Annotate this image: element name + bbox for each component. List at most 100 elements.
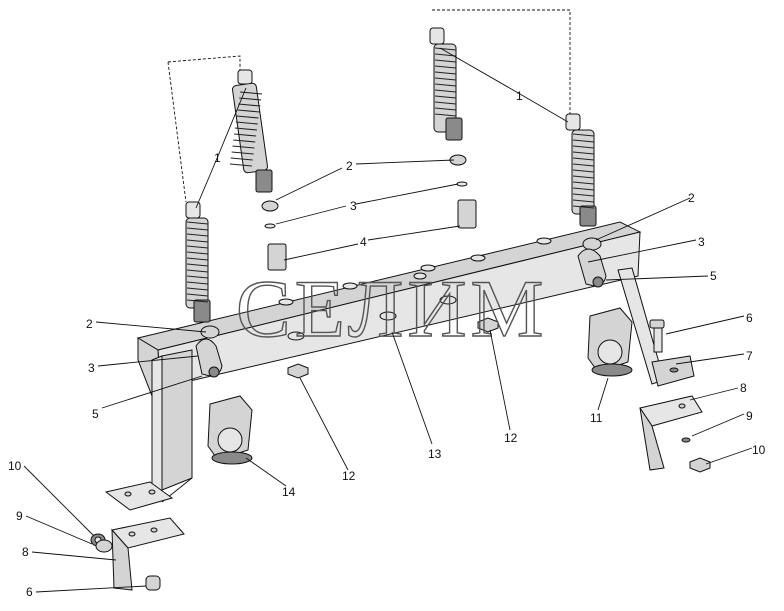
callout-8: 8 bbox=[740, 381, 747, 395]
hose-rib-line bbox=[434, 59, 457, 63]
hose-rib-line bbox=[186, 233, 209, 237]
callout-2: 2 bbox=[346, 159, 353, 173]
callout-5: 5 bbox=[92, 407, 99, 421]
callout-6: 6 bbox=[26, 585, 33, 599]
coupling-left bbox=[207, 395, 253, 465]
watermark-text: СЕЛИМ bbox=[236, 263, 547, 354]
hose-rib-line bbox=[234, 133, 257, 137]
hose-right-rear bbox=[429, 27, 463, 141]
clamp-left bbox=[195, 338, 223, 378]
callout-9: 9 bbox=[746, 409, 753, 423]
callout-1: 1 bbox=[516, 89, 523, 103]
hose-rib-line bbox=[186, 227, 209, 231]
hose-rib-line bbox=[186, 263, 209, 267]
hose-rib-line bbox=[186, 299, 209, 303]
coupling-right bbox=[587, 307, 633, 377]
hose-rib-line bbox=[230, 157, 253, 161]
callout-9: 9 bbox=[16, 509, 23, 523]
washers bbox=[200, 154, 602, 339]
hose-left-front bbox=[185, 201, 211, 323]
callout-2: 2 bbox=[688, 191, 695, 205]
hose-rib-line bbox=[231, 151, 254, 155]
hose-rib-line bbox=[238, 103, 261, 107]
hose-rib-line bbox=[434, 71, 457, 75]
hose-rib-line bbox=[186, 293, 209, 297]
callout-10: 10 bbox=[8, 459, 22, 473]
hose-rib-line bbox=[186, 245, 209, 249]
hose-rib-line bbox=[572, 181, 595, 185]
hose-rib-line bbox=[572, 193, 595, 197]
connection-line-left-vertical bbox=[167, 61, 187, 203]
hose-rib-line bbox=[239, 97, 262, 101]
hose-rib-line bbox=[186, 221, 209, 225]
leader-lines bbox=[23, 47, 753, 593]
hose-rib-line bbox=[434, 77, 457, 81]
hose-rib-line bbox=[186, 275, 209, 279]
callout-13: 13 bbox=[428, 447, 442, 461]
hose-rib-line bbox=[186, 239, 209, 243]
hose-rib-line bbox=[434, 101, 457, 105]
hose-rib-line bbox=[239, 91, 263, 95]
hose-rib-line bbox=[434, 83, 457, 87]
connection-line-right bbox=[432, 9, 571, 114]
callout-numbers: 1 1 2 2 2 3 3 3 4 5 5 6 6 7 8 8 9 9 10 1… bbox=[8, 89, 766, 599]
hose-rib-line bbox=[572, 151, 595, 155]
hose-rib-line bbox=[434, 65, 457, 69]
nuts bbox=[287, 317, 711, 473]
hose-right-front bbox=[565, 113, 597, 227]
hose-rib-line bbox=[572, 175, 595, 179]
hose-rib-line bbox=[572, 163, 595, 167]
connection-line-left bbox=[167, 55, 241, 70]
callout-12: 12 bbox=[504, 431, 518, 445]
callout-3: 3 bbox=[88, 361, 95, 375]
hose-rib-line bbox=[237, 109, 260, 113]
hose-rib-line bbox=[186, 281, 209, 285]
callout-2: 2 bbox=[86, 317, 93, 331]
hose-rib-line bbox=[434, 95, 457, 99]
hose-rib-line bbox=[229, 163, 252, 167]
hose-rib-line bbox=[572, 133, 595, 137]
hose-rib-line bbox=[235, 121, 258, 125]
right-support bbox=[617, 267, 695, 387]
hose-rib-line bbox=[186, 287, 209, 291]
hose-rib-line bbox=[236, 115, 259, 119]
left-support bbox=[104, 349, 193, 511]
hose-rib-line bbox=[186, 269, 209, 273]
callout-10: 10 bbox=[752, 443, 766, 457]
hose-rib-line bbox=[434, 47, 457, 51]
hose-rib-line bbox=[186, 251, 209, 255]
hose-rib-line bbox=[572, 187, 595, 191]
callout-11: 11 bbox=[590, 411, 603, 425]
callout-1: 1 bbox=[214, 151, 221, 165]
callout-7: 7 bbox=[746, 349, 753, 363]
callout-6: 6 bbox=[746, 311, 753, 325]
hose-rib-line bbox=[572, 145, 595, 149]
hose-rib-line bbox=[572, 205, 595, 209]
hose-rib-line bbox=[572, 169, 595, 173]
bracket-right bbox=[639, 395, 703, 471]
hose-rib-line bbox=[434, 89, 457, 93]
hose-left-rear bbox=[232, 69, 273, 193]
hose-rib-line bbox=[572, 157, 595, 161]
hose-rib-line bbox=[186, 257, 209, 261]
adapters bbox=[267, 199, 477, 271]
hose-rib-line bbox=[572, 199, 595, 203]
bolt-right bbox=[649, 319, 665, 353]
callout-12: 12 bbox=[342, 469, 356, 483]
callout-4: 4 bbox=[360, 235, 367, 249]
hose-rib-line bbox=[434, 107, 457, 111]
callout-8: 8 bbox=[22, 545, 29, 559]
hose-rib-line bbox=[234, 127, 258, 131]
hose-rib-line bbox=[572, 139, 595, 143]
hose-ribs bbox=[186, 47, 595, 303]
hose-rib-line bbox=[434, 113, 457, 117]
clamp-right bbox=[577, 248, 607, 288]
hose-rib-line bbox=[232, 145, 255, 149]
callout-5: 5 bbox=[710, 269, 717, 283]
bracket-left bbox=[90, 517, 185, 591]
callout-3: 3 bbox=[350, 199, 357, 213]
hose-rib-line bbox=[233, 139, 256, 143]
callout-3: 3 bbox=[698, 235, 705, 249]
callout-14: 14 bbox=[282, 485, 296, 499]
